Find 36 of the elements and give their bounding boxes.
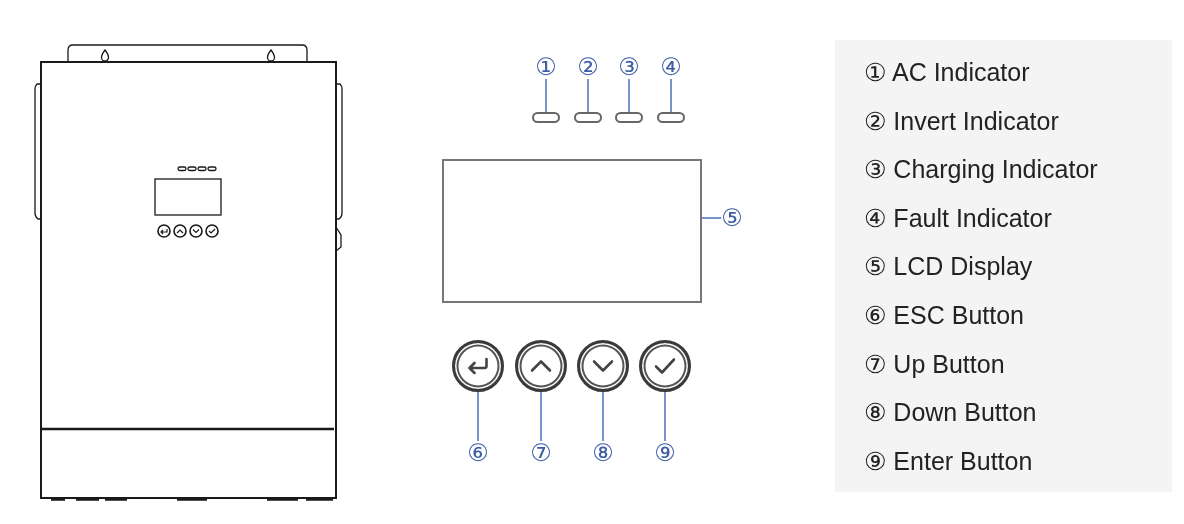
callout-number: ⑥ <box>467 441 489 465</box>
leader-line <box>540 391 542 442</box>
panel-button <box>639 340 691 392</box>
panel-button <box>577 340 629 392</box>
key-entry: ⑨ Enter Button <box>864 446 1033 475</box>
key-entry: ⑦ Up Button <box>864 349 1005 378</box>
leader-line <box>545 78 547 113</box>
callout-number: ③ <box>618 55 640 79</box>
key-entry: ⑧ Down Button <box>864 398 1037 427</box>
callout-number: ② <box>577 55 599 79</box>
key-entry: ② Invert Indicator <box>864 106 1059 135</box>
panel-button <box>515 340 567 392</box>
indicator-light <box>615 112 643 123</box>
key-entry: ① AC Indicator <box>864 58 1030 86</box>
leader-line <box>602 391 604 442</box>
indicator-light <box>574 112 602 123</box>
callout-number: ⑤ <box>721 206 743 230</box>
callout-number: ⑨ <box>654 441 676 465</box>
callout-number: ⑦ <box>530 441 552 465</box>
leader-line <box>701 217 722 219</box>
callout-number: ① <box>535 55 557 79</box>
leader-line <box>664 391 666 442</box>
indicator-light <box>532 112 560 123</box>
key-entry: ⑤ LCD Display <box>864 252 1033 281</box>
lcd-screen <box>442 159 702 303</box>
callout-number: ⑧ <box>592 441 614 465</box>
leader-line <box>477 391 479 442</box>
panel-button <box>452 340 504 392</box>
leader-line <box>670 78 672 113</box>
key-entry: ④ Fault Indicator <box>864 203 1052 232</box>
leader-line <box>587 78 589 113</box>
indicator-light <box>657 112 685 123</box>
callout-number: ④ <box>660 55 682 79</box>
key-entry: ③ Charging Indicator <box>864 155 1098 184</box>
leader-line <box>628 78 630 113</box>
key-entry: ⑥ ESC Button <box>864 300 1024 329</box>
